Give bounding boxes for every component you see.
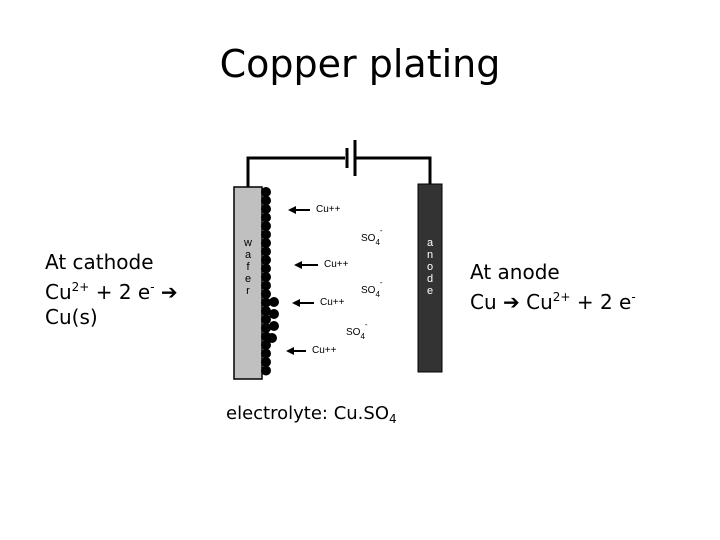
anode-letter: e: [426, 285, 434, 297]
copper-atom: [261, 238, 271, 248]
copper-atom: [261, 357, 271, 367]
anode-heading: At anode: [470, 260, 560, 284]
copper-atom: [261, 340, 271, 350]
copper-atom: [269, 297, 279, 307]
cathode-equation: Cu2+ + 2 e- ➔: [45, 280, 178, 304]
copper-atom: [261, 204, 271, 214]
anode-letter: d: [426, 273, 434, 285]
copper-atom: [269, 309, 279, 319]
copper-atom: [261, 229, 271, 240]
anode-equation: Cu ➔ Cu2+ + 2 e-: [470, 290, 636, 314]
copper-atom: [261, 323, 271, 333]
ion-cu-label: Cu++: [320, 297, 345, 308]
cathode-product: Cu(s): [45, 305, 98, 329]
anode-letter: o: [426, 261, 434, 273]
copper-atom: [261, 212, 271, 223]
wire-left: [246, 156, 345, 188]
copper-atom: [261, 365, 271, 376]
anode-letter: a: [426, 237, 434, 249]
arrow-cu-4: [286, 347, 306, 355]
copper-atom: [261, 263, 271, 274]
wafer-label: w a f e r: [242, 237, 254, 297]
ion-so4-label: SO4-: [361, 278, 383, 299]
ion-cu-label: Cu++: [312, 345, 337, 356]
deposited-copper-atoms: [261, 187, 279, 376]
ion-cu-label: Cu++: [316, 204, 341, 215]
ion-cu-label: Cu++: [324, 259, 349, 270]
arrow-cu-2: [294, 261, 318, 269]
right-arrow-icon: ➔: [160, 280, 178, 304]
wafer-letter: r: [246, 285, 250, 297]
page-title: Copper plating: [219, 42, 501, 86]
arrow-cu-3: [292, 299, 314, 307]
ion-so4-label: SO4-: [361, 226, 383, 247]
copper-atom: [261, 306, 271, 316]
anode-electrode: [417, 183, 443, 373]
copper-atom: [261, 221, 271, 231]
electrolyte-label: electrolyte: Cu.SO4: [226, 403, 397, 426]
anode-reaction: At anode Cu ➔ Cu2+ + 2 e-: [470, 260, 636, 315]
wafer-electrode: [233, 186, 263, 380]
anode-letter: n: [426, 249, 434, 261]
copper-atom: [269, 321, 279, 331]
ion-so4-label: SO4-: [346, 320, 368, 341]
wafer-letter: a: [244, 249, 252, 261]
arrow-cu-1: [288, 206, 310, 214]
right-arrow-icon: ➔: [503, 290, 520, 314]
copper-atom: [261, 348, 271, 359]
anode-label: a n o d e: [424, 237, 436, 297]
copper-atom: [261, 187, 271, 197]
copper-atom: [261, 289, 271, 299]
copper-atom: [261, 255, 271, 265]
copper-atom: [261, 272, 271, 282]
wafer-letter: f: [246, 261, 250, 273]
copper-atom: [267, 333, 277, 343]
cathode-reaction: At cathode Cu2+ + 2 e- ➔ Cu(s): [45, 250, 178, 330]
copper-atom: [261, 246, 271, 257]
wafer-letter: w: [244, 237, 252, 249]
wafer-letter: e: [244, 273, 252, 285]
copper-atom: [261, 195, 271, 206]
wire-right: [355, 156, 432, 186]
copper-atom: [261, 314, 271, 325]
copper-atom: [261, 280, 271, 291]
copper-atom: [261, 297, 271, 308]
cathode-heading: At cathode: [45, 250, 154, 274]
